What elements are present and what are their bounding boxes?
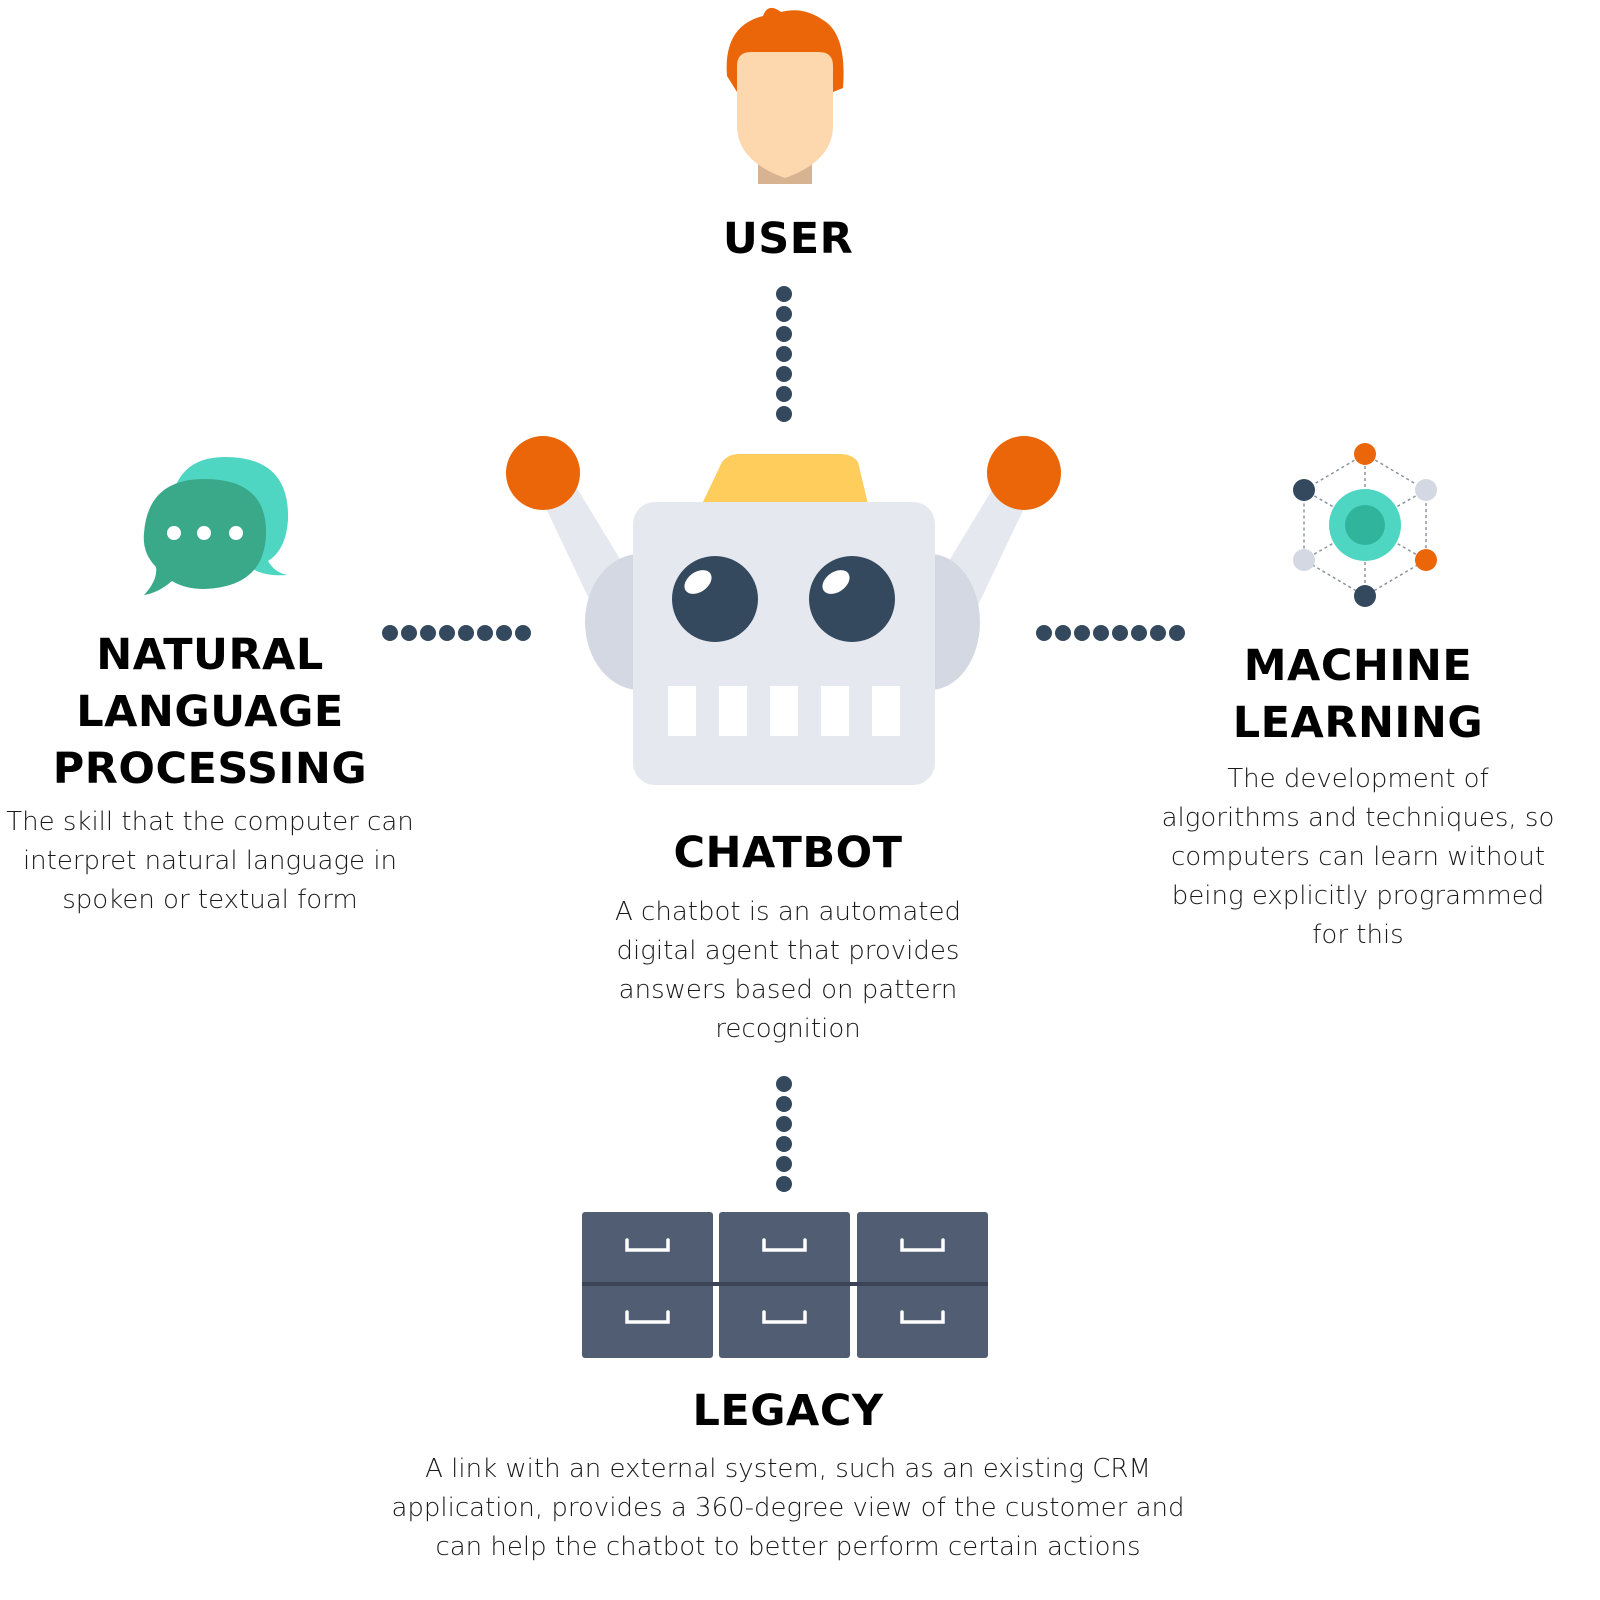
nlp-title: NATURAL LANGUAGE PROCESSING [30,627,390,798]
legacy-desc-line-3: can help the chatbot to better perform c… [435,1532,1141,1562]
ml-title-line-1: MACHINE [1243,641,1473,691]
connector-nlp-chatbot [382,625,534,641]
ml-description: The development of algorithms and techni… [1150,760,1566,955]
ml-title: MACHINE LEARNING [1188,638,1528,752]
chatbot-desc-line-2: digital agent that provides [616,936,960,966]
ml-desc-line-3: computers can learn without [1170,842,1546,872]
ml-desc-line-5: for this [1312,920,1404,950]
neural-network-icon [1290,440,1440,610]
user-avatar-icon [723,6,847,184]
chatbot-description: A chatbot is an automated digital agent … [570,893,1006,1049]
speech-bubbles-icon [140,455,290,600]
ml-desc-line-4: being explicitly programmed [1171,881,1545,911]
user-title: USER [722,214,854,264]
connector-chatbot-legacy [776,1076,792,1196]
chatbot-desc-line-1: A chatbot is an automated [615,897,961,927]
ml-title-line-2: LEARNING [1232,698,1484,748]
nlp-desc-line-1: The skill that the computer can [6,807,414,837]
nlp-title-line-2: LANGUAGE [76,687,344,737]
connector-chatbot-ml [1036,625,1188,641]
chatbot-title: CHATBOT [673,828,903,878]
connector-user-chatbot [776,286,792,426]
chatbot-desc-line-4: recognition [715,1014,861,1044]
ml-desc-line-1: The development of [1227,764,1489,794]
nlp-description: The skill that the computer can interpre… [0,803,420,920]
nlp-desc-line-3: spoken or textual form [62,885,358,915]
legacy-description: A link with an external system, such as … [330,1450,1246,1567]
nlp-desc-line-2: interpret natural language in [22,846,398,876]
nlp-title-line-3: PROCESSING [52,744,368,794]
legacy-desc-line-1: A link with an external system, such as … [425,1454,1151,1484]
chatbot-desc-line-3: answers based on pattern [618,975,958,1005]
robot-icon [500,432,1070,792]
filing-cabinet-icon [582,1212,990,1360]
nlp-title-line-1: NATURAL [96,630,324,680]
legacy-desc-line-2: application, provides a 360-degree view … [391,1493,1185,1523]
ml-desc-line-2: algorithms and techniques, so [1161,803,1555,833]
legacy-title: LEGACY [692,1386,884,1436]
